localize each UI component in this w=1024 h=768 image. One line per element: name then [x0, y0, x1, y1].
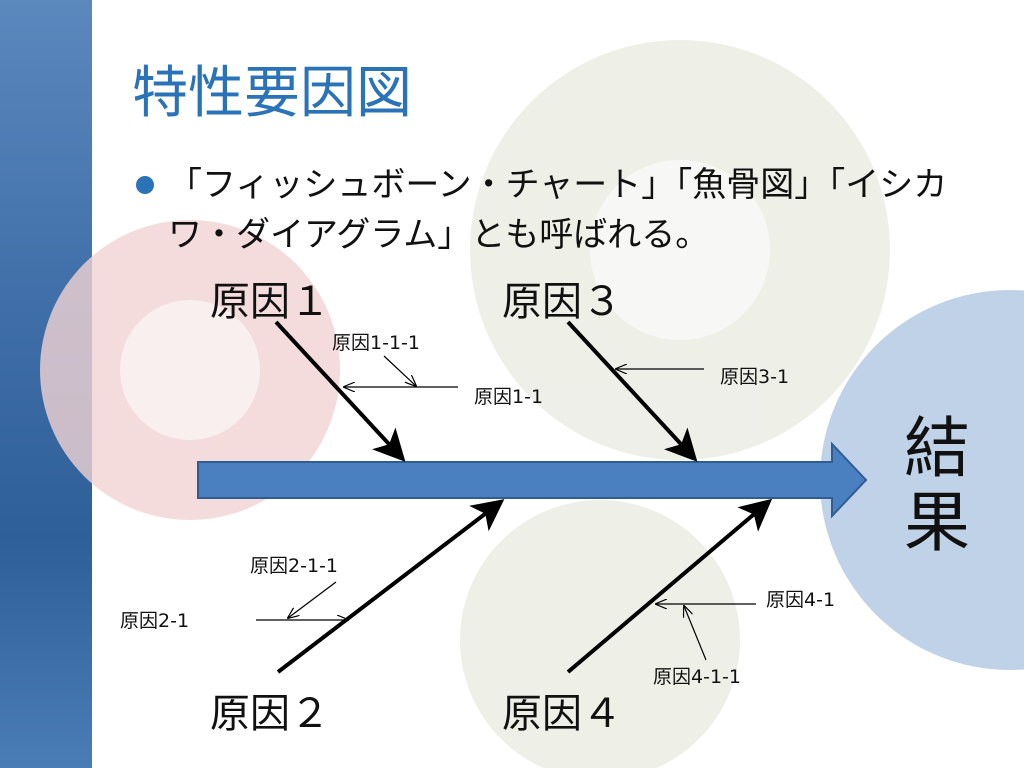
cause-4-1-1-label: 原因4-1-1 — [653, 666, 741, 688]
effect-label-line-2: 果 — [904, 484, 970, 561]
gear-shape — [820, 290, 1024, 670]
effect-label: 結 果 — [904, 412, 970, 560]
cause-4-label: 原因４ — [502, 691, 622, 737]
cause-1-1-label: 原因1-1 — [474, 386, 544, 408]
bone-cause-4-1-1 — [684, 606, 707, 661]
cause-1-label: 原因１ — [210, 279, 330, 325]
page-title: 特性要因図 — [132, 61, 412, 126]
effect-label-line-1: 結 — [904, 410, 970, 487]
bone-cause-1 — [274, 320, 406, 462]
cause-2-label: 原因２ — [210, 691, 330, 737]
cause-2-1-1-label: 原因2-1-1 — [250, 555, 338, 577]
cause-3-1-label: 原因3-1 — [720, 366, 790, 388]
bone-cause-2-1-1 — [288, 581, 337, 618]
bullet-text: 「フィッシュボーン・チャート」「魚骨図」「イシカワ・ダイアグラム」とも呼ばれる。 — [168, 165, 948, 255]
bone-cause-4 — [566, 498, 773, 674]
cause-2-1-label: 原因2-1 — [120, 610, 190, 632]
cause-1-1-1-label: 原因1-1-1 — [332, 332, 420, 354]
bullet-dot-icon — [136, 176, 154, 194]
cause-3-label: 原因３ — [502, 279, 622, 325]
bullet-item: 「フィッシュボーン・チャート」「魚骨図」「イシカワ・ダイアグラム」とも呼ばれる。 — [136, 160, 1010, 260]
cause-4-1-label: 原因4-1 — [766, 589, 836, 611]
spine-arrow — [197, 441, 868, 519]
bone-cause-3 — [566, 320, 698, 462]
bone-cause-1-1-1 — [383, 355, 416, 386]
bone-cause-2 — [276, 499, 505, 674]
gear-shape — [460, 500, 740, 768]
